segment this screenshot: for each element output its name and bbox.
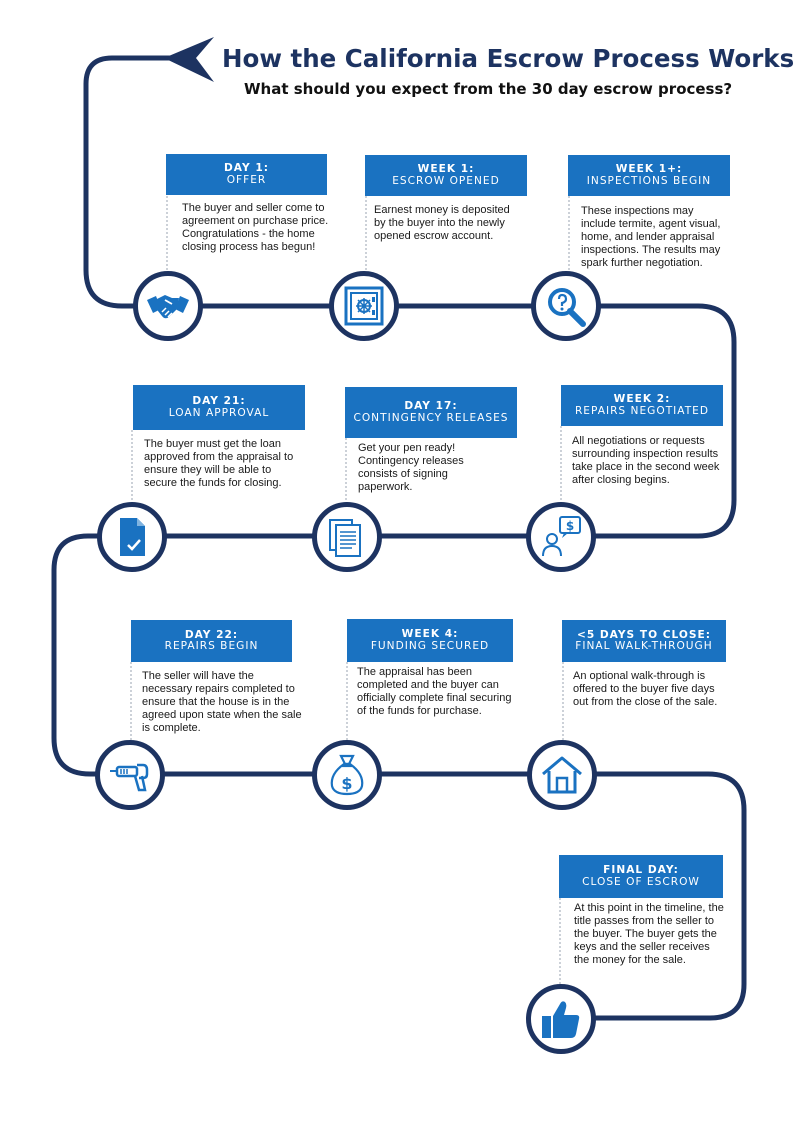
step-node-day-17 <box>312 502 382 572</box>
step-header-line1: DAY 1: <box>224 162 269 174</box>
page-subtitle: What should you expect from the 30 day e… <box>244 80 733 98</box>
step-header-line2: REPAIRS BEGIN <box>164 640 259 652</box>
step-header-line2: FINAL WALK-THROUGH <box>575 640 713 652</box>
step-node-week-1 <box>329 271 399 341</box>
step-text-week-2: All negotiations or requests surrounding… <box>572 435 720 486</box>
step-text-day-1: The buyer and seller come to agreement o… <box>182 202 329 253</box>
step-header-day-22: DAY 22: REPAIRS BEGIN <box>131 620 292 662</box>
step-header-line1: DAY 22: <box>184 628 239 641</box>
step-header-week-1: WEEK 1: ESCROW OPENED <box>365 155 527 196</box>
step-header-day-1: DAY 1: OFFER <box>166 154 327 195</box>
step-node-week-1-plus <box>531 271 601 341</box>
handshake-icon <box>147 295 189 319</box>
page-title: How the California Escrow Process Works <box>222 44 795 73</box>
step-header-line2: ESCROW OPENED <box>392 174 500 187</box>
step-header-line1: WEEK 2: <box>613 393 671 405</box>
step-header-line1: WEEK 1: <box>417 163 475 175</box>
step-node-week-4: $ <box>312 740 382 810</box>
step-header-final-walk-through: <5 DAYS TO CLOSE: FINAL WALK-THROUGH <box>562 620 726 662</box>
svg-text:$: $ <box>341 774 352 793</box>
step-header-line2: LOAN APPROVAL <box>168 406 270 419</box>
step-header-line2: INSPECTIONS BEGIN <box>586 174 712 187</box>
step-text-week-4: The appraisal has been completed and the… <box>357 666 512 717</box>
step-header-line2: CONTINGENCY RELEASES <box>353 411 509 424</box>
step-header-final-day: FINAL DAY: CLOSE OF ESCROW <box>559 855 723 898</box>
step-text-week-1-plus: These inspections may include termite, a… <box>581 205 721 269</box>
step-header-week-1-plus: WEEK 1+: INSPECTIONS BEGIN <box>568 155 730 196</box>
step-text-final-walk-through: An optional walk-through is offered to t… <box>573 670 718 708</box>
step-header-week-4: WEEK 4: FUNDING SECURED <box>347 619 513 662</box>
timeline-arrowhead <box>164 37 214 82</box>
step-header-line1: DAY 17: <box>404 400 458 412</box>
step-node-final-day <box>526 984 596 1054</box>
svg-text:$: $ <box>566 519 574 533</box>
house-icon <box>542 756 582 794</box>
step-header-line1: WEEK 4: <box>401 628 459 640</box>
connector-lines <box>130 196 570 985</box>
step-header-line1: WEEK 1+: <box>615 163 683 175</box>
step-node-day-21 <box>97 502 167 572</box>
drill-icon <box>110 763 149 792</box>
step-node-final-walk-through <box>527 740 597 810</box>
step-text-day-22: The seller will have the necessary repai… <box>142 670 302 734</box>
thumbs-up-icon <box>542 1001 580 1038</box>
timeline-line <box>51 55 747 1021</box>
money-bag-icon: $ <box>330 754 364 796</box>
step-text-final-day: At this point in the timeline, the title… <box>574 902 724 966</box>
step-node-day-22 <box>95 740 165 810</box>
approved-document-icon <box>120 518 145 556</box>
step-text-day-17: Get your pen ready! Contingency releases… <box>358 442 464 493</box>
step-text-day-21: The buyer must get the loan approved fro… <box>144 438 294 489</box>
step-node-week-2: $ <box>526 502 596 572</box>
step-header-line2: REPAIRS NEGOTIATED <box>574 404 710 417</box>
step-header-line1: <5 DAYS TO CLOSE: <box>576 628 712 641</box>
step-header-line2: OFFER <box>226 173 267 186</box>
step-header-week-2: WEEK 2: REPAIRS NEGOTIATED <box>561 385 723 426</box>
magnifier-icon <box>548 288 586 327</box>
step-header-line2: CLOSE OF ESCROW <box>582 875 700 888</box>
safe-icon <box>344 286 384 326</box>
step-text-week-1: Earnest money is deposited by the buyer … <box>374 204 510 242</box>
step-header-day-21: DAY 21: LOAN APPROVAL <box>133 385 305 430</box>
negotiation-icon: $ <box>542 516 581 557</box>
step-header-line1: FINAL DAY: <box>603 864 679 876</box>
step-header-day-17: DAY 17: CONTINGENCY RELEASES <box>345 387 517 438</box>
step-header-line1: DAY 21: <box>192 395 246 407</box>
documents-icon <box>329 519 361 557</box>
step-node-day-1 <box>133 271 203 341</box>
step-header-line2: FUNDING SECURED <box>370 639 490 652</box>
